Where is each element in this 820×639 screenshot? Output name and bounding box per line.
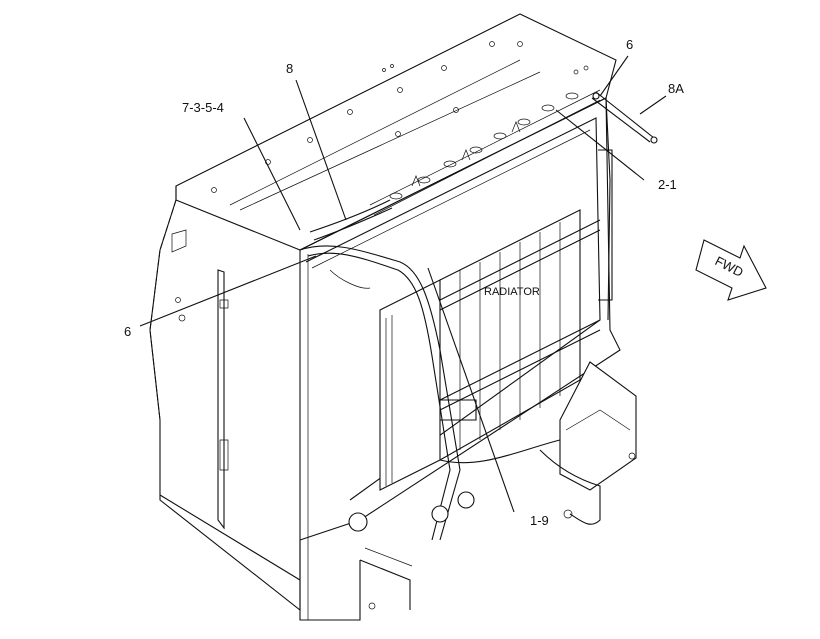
leader-lines	[139, 55, 667, 513]
top-tank-clips	[369, 89, 601, 216]
callout-8a: 8A	[668, 81, 684, 96]
hood-left-side-panel	[149, 199, 301, 612]
callout-6-left: 6	[124, 324, 131, 339]
callout-8: 8	[286, 61, 293, 76]
rod-8a	[591, 91, 658, 144]
callout-6-top: 6	[626, 37, 633, 52]
radiator-label: RADIATOR	[484, 286, 540, 298]
radiator-core	[379, 209, 601, 491]
hose-assembly	[299, 199, 561, 541]
fwd-arrow: FWD	[695, 239, 767, 301]
callout-7-3-5-4: 7-3-5-4	[182, 100, 224, 115]
callout-1-9: 1-9	[530, 513, 549, 528]
lower-bracket	[539, 361, 637, 525]
callout-2-1: 2-1	[658, 177, 677, 192]
